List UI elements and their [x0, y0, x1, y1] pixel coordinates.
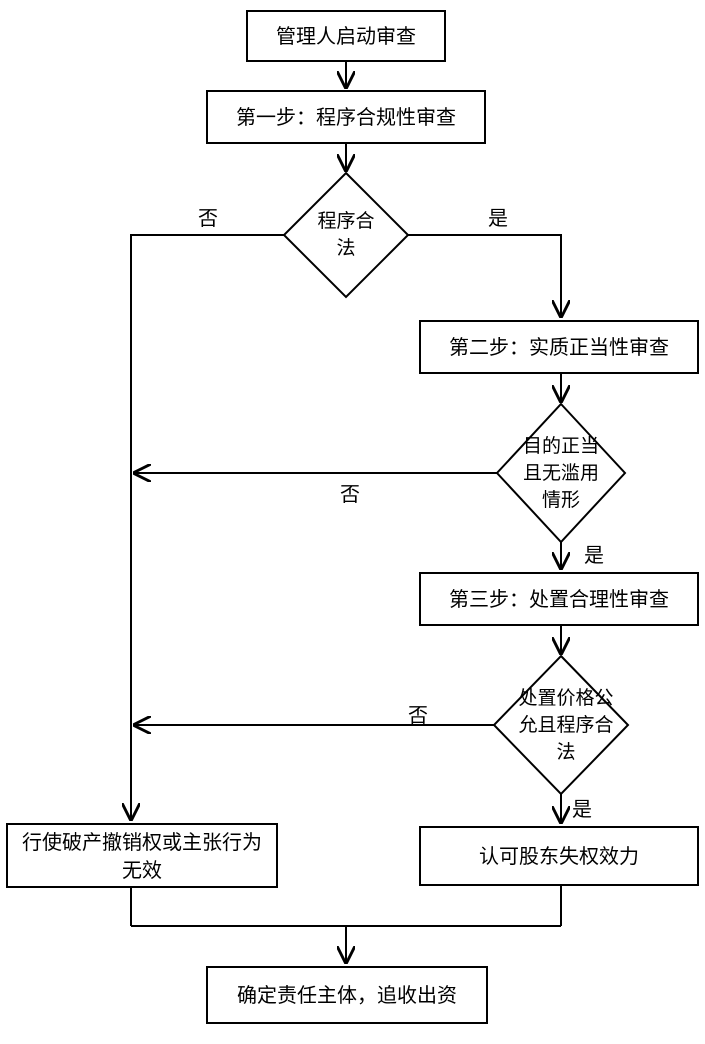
arrow-decision1-no-to-reject	[131, 234, 285, 821]
step1-label: 第一步：程序合规性审查	[236, 105, 456, 129]
decision1-text: 程序合法	[316, 205, 376, 265]
decision2-label: 目的正当且无滥用情形	[522, 434, 599, 511]
reject-label: 行使破产撤销权或主张行为无效	[22, 829, 262, 882]
decision3-text: 处置价格公允且程序合法	[517, 684, 615, 766]
decision3-diamond	[492, 654, 630, 796]
decision1-no-label: 否	[198, 206, 218, 230]
end-label: 确定责任主体，追收出资	[237, 983, 457, 1007]
step3-label: 第三步：处置合理性审查	[449, 587, 669, 611]
step1-box: 第一步：程序合规性审查	[206, 90, 486, 144]
decision3-yes-label: 是	[572, 797, 592, 821]
start-box: 管理人启动审查	[246, 10, 446, 62]
decision2-no-label: 否	[340, 482, 360, 506]
decision2-diamond	[495, 402, 627, 544]
decision2-yes-label: 是	[584, 543, 604, 567]
end-box: 确定责任主体，追收出资	[206, 966, 488, 1024]
decision1-diamond	[282, 171, 410, 299]
approve-label: 认可股东失权效力	[479, 844, 639, 868]
decision3-label: 处置价格公允且程序合法	[518, 686, 614, 763]
start-label: 管理人启动审查	[276, 24, 416, 48]
step2-box: 第二步：实质正当性审查	[419, 320, 699, 374]
decision1-label: 程序合法	[317, 210, 375, 259]
step2-label: 第二步：实质正当性审查	[449, 335, 669, 359]
reject-box: 行使破产撤销权或主张行为无效	[6, 823, 278, 888]
decision2-text: 目的正当且无滥用情形	[519, 432, 603, 514]
decision1-yes-label: 是	[488, 206, 508, 230]
decision3-no-label: 否	[408, 703, 428, 727]
approve-box: 认可股东失权效力	[419, 826, 699, 886]
step3-box: 第三步：处置合理性审查	[419, 572, 699, 626]
arrow-decision1-yes-to-step2	[408, 234, 561, 318]
